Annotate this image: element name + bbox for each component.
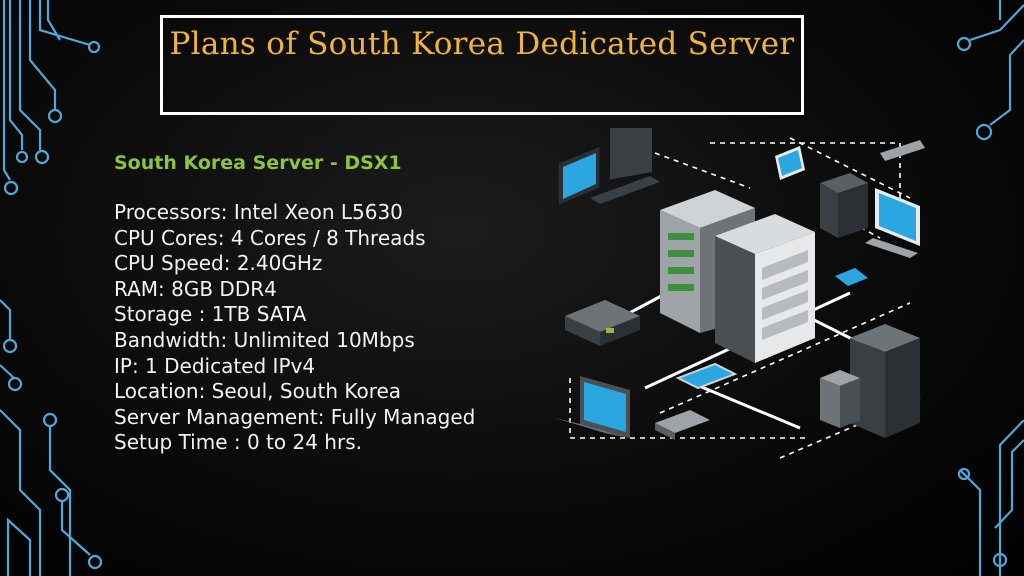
- tablet-icon-middle: [835, 268, 868, 286]
- laptop-icon: [555, 376, 630, 438]
- spec-cpu-speed: CPU Speed: 2.40GHz: [114, 251, 323, 276]
- spec-ram: RAM: 8GB DDR4: [114, 276, 277, 301]
- circuit-decoration-bottom-right: [957, 420, 1024, 576]
- plan-heading: South Korea Server - DSX1: [114, 152, 402, 174]
- circuit-decoration-bottom-left: [0, 299, 103, 576]
- slide-title: Plans of South Korea Dedicated Server: [169, 26, 795, 62]
- tablet-icon-lower: [675, 362, 738, 390]
- router-icon-bottom: [655, 410, 710, 440]
- tower-icon: [820, 173, 868, 238]
- spec-management: Server Management: Fully Managed: [114, 404, 476, 429]
- monitor-icon: [557, 128, 660, 207]
- spec-setup-time: Setup Time : 0 to 24 hrs.: [114, 430, 362, 455]
- spec-location: Location: Seoul, South Korea: [114, 379, 402, 404]
- server-rack-icon-right: [820, 324, 920, 438]
- server-rack-icon: [660, 190, 815, 363]
- title-box: Plans of South Korea Dedicated Server: [160, 15, 804, 115]
- tablet-icon: [775, 146, 805, 180]
- server-network-illustration: [555, 128, 925, 459]
- spec-processors: Processors: Intel Xeon L5630: [114, 200, 403, 224]
- circuit-decoration-top-right: [956, 0, 1024, 141]
- plan-details: South Korea Server - DSX1 Processors: In…: [114, 152, 534, 456]
- spec-bandwidth: Bandwidth: Unlimited 10Mbps: [114, 327, 415, 352]
- spec-cpu-cores: CPU Cores: 4 Cores / 8 Threads: [114, 225, 426, 250]
- circuit-decoration-top-left: [2, 0, 101, 196]
- spec-list: Processors: Intel Xeon L5630 CPU Cores: …: [114, 200, 534, 456]
- spec-ip: IP: 1 Dedicated IPv4: [114, 353, 316, 378]
- switch-icon: [565, 300, 640, 346]
- monitor-icon-right: [865, 188, 920, 258]
- router-icon: [880, 140, 925, 161]
- spec-storage: Storage : 1TB SATA: [114, 302, 307, 327]
